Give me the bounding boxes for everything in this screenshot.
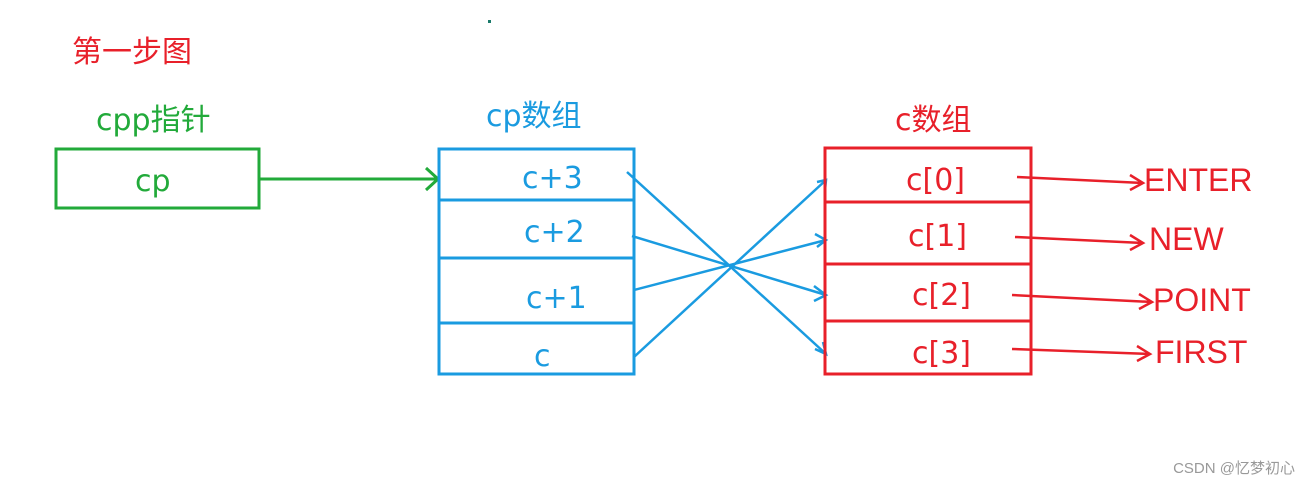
cp-array-box (437, 147, 636, 376)
c-cell-2: c[2] (912, 278, 971, 313)
cpp-pointer-value: cp (135, 164, 171, 199)
cp-cell-1: c+2 (524, 215, 585, 250)
cp-cell-3: c (534, 339, 551, 374)
string-enter: ENTER (1144, 162, 1253, 198)
cp-cell-2: c+1 (526, 281, 587, 316)
diagram-title: 第一步图 (72, 35, 192, 70)
c-cell-3: c[3] (912, 336, 971, 371)
c-to-string-arrows (1011, 173, 1155, 363)
c-array-box (823, 146, 1033, 376)
c-cell-0: c[0] (906, 163, 965, 198)
cp-to-c-arrows (626, 171, 829, 358)
string-new: NEW (1149, 221, 1224, 257)
string-first: FIRST (1155, 334, 1248, 370)
cp-array-label: cp数组 (486, 99, 582, 134)
string-point: POINT (1153, 282, 1251, 318)
c-cell-1: c[1] (908, 219, 967, 254)
cpp-pointer-label: cpp指针 (96, 103, 211, 138)
watermark: CSDN @忆梦初心 (1173, 460, 1295, 477)
cp-cell-0: c+3 (522, 161, 583, 196)
c-array-label: c数组 (895, 103, 972, 138)
stray-dot (488, 20, 491, 23)
